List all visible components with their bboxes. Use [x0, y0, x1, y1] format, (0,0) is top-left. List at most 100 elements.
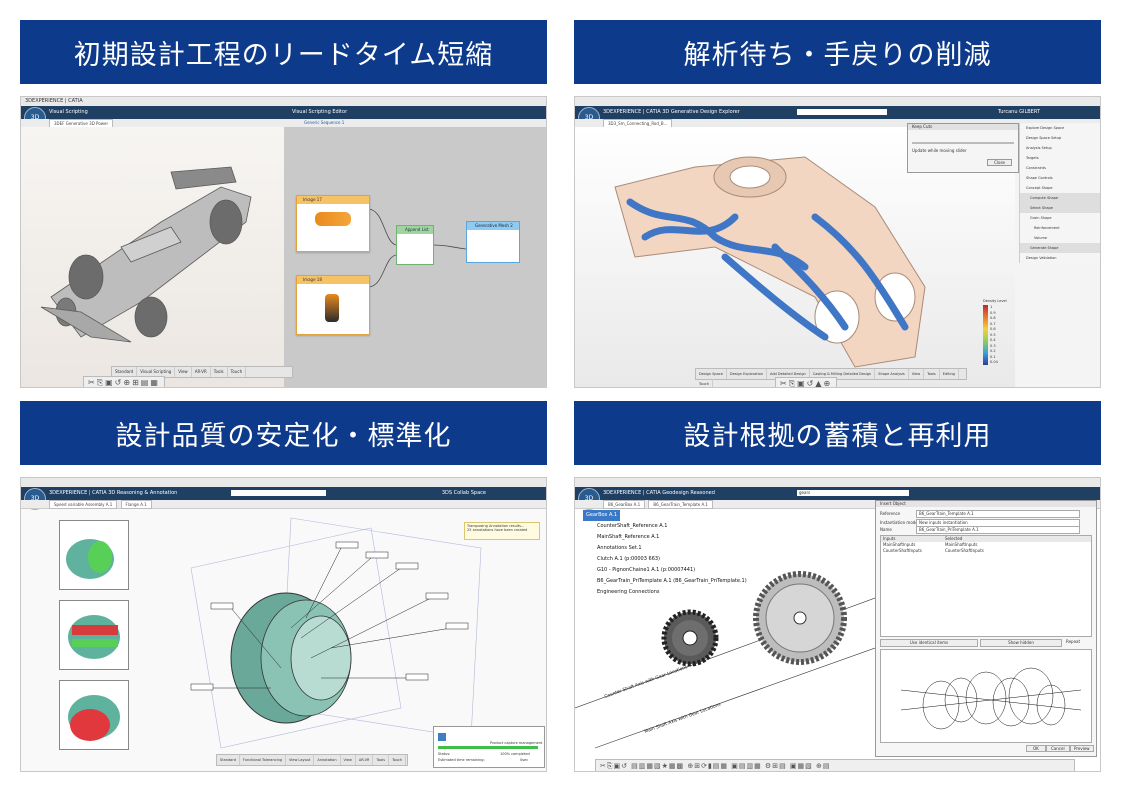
bottom-tab[interactable]: View Layout — [286, 755, 315, 765]
bottom-tab[interactable]: Tools — [924, 369, 940, 379]
app-title: Visual Scripting — [49, 109, 88, 115]
bottom-tab[interactable]: Editing — [940, 369, 959, 379]
bottom-tab[interactable]: View — [341, 755, 356, 765]
sidebar-item[interactable]: Compute Shape — [1020, 193, 1100, 203]
name-field[interactable]: B6_GearTrain_PriTemplate A.1 — [916, 526, 1080, 534]
sidebar-item[interactable]: Explore Design Space — [1026, 126, 1065, 130]
tab-gearbox[interactable]: B6_GearBox A.1 — [603, 500, 646, 509]
node-image-18[interactable]: Image 18 — [296, 275, 370, 335]
node-connections — [367, 208, 467, 288]
tree-node[interactable]: Clutch A.1 (p:00003 663) — [597, 556, 661, 562]
show-hidden-button[interactable]: Show hidden — [980, 639, 1062, 647]
sidebar-item[interactable]: Analysis Setup — [1026, 146, 1052, 150]
panel-header: 解析待ち・手戻りの削減 — [574, 20, 1101, 84]
table-row[interactable]: CounterShaftInputs CounterShaftInputs — [881, 548, 1091, 554]
tab-assembly[interactable]: Speed variable Assembly A.1 — [49, 500, 118, 509]
tree-node[interactable]: Annotations Set.1 — [597, 545, 642, 551]
app-title-right: Visual Scripting Editor — [292, 109, 348, 115]
bottom-tab[interactable]: Tools — [373, 755, 390, 765]
bottom-tab[interactable]: Annotation — [314, 755, 341, 765]
bottom-tab[interactable]: Casting & Milling Detailed Design — [810, 369, 876, 379]
bottom-tab[interactable]: Standard — [112, 367, 138, 377]
search-input[interactable]: gears — [797, 490, 909, 496]
reference-field[interactable]: B6_GearTrain_Template A.1 — [916, 510, 1080, 518]
node-generative-mesh[interactable]: Generative Mesh 2 — [466, 221, 520, 263]
close-button[interactable]: Close — [987, 159, 1012, 166]
tab-strip-right: Generic Sequence 1 — [284, 119, 546, 127]
bottom-tab[interactable]: AR-VR — [192, 367, 211, 377]
sidebar-item[interactable]: Reinforcement — [1034, 226, 1060, 230]
bottom-tab[interactable]: Standard — [217, 755, 240, 765]
legend-values: 1 0.9 0.8 0.7 0.6 0.5 0.4 0.3 0.2 0.1 0.… — [990, 305, 998, 366]
ok-button[interactable]: OK — [1026, 745, 1046, 752]
sidebar-item[interactable]: Volume — [1034, 236, 1048, 240]
bottom-tab[interactable]: Touch — [228, 367, 247, 377]
node-image-17[interactable]: Image 17 — [296, 195, 370, 252]
part-thumbnail-2[interactable] — [59, 600, 129, 670]
legend-title: Density Level — [983, 299, 1007, 303]
bottom-tab[interactable]: Functional Tolerancing — [240, 755, 287, 765]
progress-bar — [438, 746, 538, 749]
script-canvas[interactable]: Image 17 Image 18 Append List Generative… — [284, 127, 546, 387]
bottom-tab[interactable]: Visual Scripting — [137, 367, 176, 377]
tree-node[interactable]: CounterShaft_Reference A.1 — [597, 523, 668, 529]
sidebar-item[interactable]: Design Validation — [1026, 256, 1057, 260]
viewport-3d[interactable] — [21, 127, 284, 387]
car-thumbnail — [315, 212, 351, 226]
action-toolbar[interactable]: ✂⎘▣↺⊕⊞▤▦ — [83, 376, 165, 387]
node-append-list[interactable]: Append List — [396, 225, 434, 265]
use-identical-button[interactable]: Use identical items — [880, 639, 978, 647]
tab-geartrain-template[interactable]: B6_GearTrain_Template A.1 — [648, 500, 713, 509]
bottom-tab[interactable]: View — [909, 369, 925, 379]
sidebar-item[interactable]: Shape Controls — [1026, 176, 1053, 180]
update-checkbox-label[interactable]: Update while moving slider — [912, 148, 967, 153]
window-titlebar — [575, 478, 1100, 487]
sidebar-item[interactable]: Select Shape — [1020, 203, 1100, 213]
tree-node[interactable]: G10 - PignonChaine1 A.1 (p:00007441) — [597, 567, 696, 573]
search-input[interactable] — [797, 109, 887, 115]
app-bar: 3D 3DEXPERIENCE | CATIA Geodesign Reason… — [575, 487, 1100, 510]
tree-node[interactable]: B6_GearTrain_PriTemplate A.1 (B6_GearTra… — [597, 578, 747, 584]
part-thumbnail-1[interactable] — [59, 520, 129, 590]
repeat-checkbox[interactable]: Repeat — [1066, 639, 1081, 644]
viewport-3d[interactable] — [575, 127, 1015, 387]
bottom-tab[interactable]: Add Detailed Design — [767, 369, 810, 379]
tab-generic-sequence[interactable]: Generic Sequence 1 — [304, 120, 345, 125]
sidebar-item[interactable]: Concept Shape — [1026, 186, 1053, 190]
bottom-tab[interactable]: Tools — [211, 367, 228, 377]
preview-button[interactable]: Preview — [1070, 745, 1094, 752]
screenshot-visual-scripting: 3DEXPERIENCE | CATIA 3D Visual Scripting… — [20, 96, 547, 388]
part-thumbnail-3[interactable] — [59, 680, 129, 750]
tree-node-root[interactable]: GearBox A.1 — [583, 510, 621, 521]
preview-viewport[interactable] — [880, 649, 1092, 743]
window-titlebar: 3DEXPERIENCE | CATIA — [21, 97, 546, 106]
collab-space: 3DS Collab Space — [441, 490, 486, 496]
screenshot-generative-design: 3D 3DEXPERIENCE | CATIA 3D Generative De… — [574, 96, 1101, 388]
sidebar-item[interactable]: Constraints — [1026, 166, 1046, 170]
sidebar-item[interactable]: Targets — [1026, 156, 1039, 160]
bottom-tab[interactable]: AR-VR — [356, 755, 374, 765]
table-cell: MainShaftInputs — [945, 542, 978, 547]
tree-node[interactable]: Engineering Connections — [597, 589, 660, 595]
action-toolbar[interactable]: ✂⎘▣↺▲⊕ — [775, 377, 838, 387]
table-header: Inputs — [883, 536, 896, 541]
bottom-tab[interactable]: Shape Analysis — [875, 369, 909, 379]
dialog-title: Insert Object — [876, 501, 1096, 507]
bottom-tab[interactable]: Touch — [696, 379, 714, 387]
bottom-tab[interactable]: Design Space — [696, 369, 727, 379]
cancel-button[interactable]: Cancel — [1046, 745, 1070, 752]
bottom-tab[interactable]: Touch — [389, 755, 407, 765]
brand-label: 3DEXPERIENCE | CATIA 3D Reasoning & Anno… — [49, 487, 177, 500]
tab-flange[interactable]: Flange A.1 — [120, 500, 152, 509]
tree-node[interactable]: MainShaft_Reference A.1 — [597, 534, 660, 540]
search-input[interactable] — [231, 490, 326, 496]
sidebar-item[interactable]: Generate Shape — [1020, 243, 1100, 253]
sidebar-item[interactable]: Design Space Setup — [1026, 136, 1062, 140]
bottom-tab[interactable]: View — [175, 367, 192, 377]
action-toolbar[interactable]: ✂⎘▣↺ ▤▥▦▧★▦▩ ⊕⊞⟳▮▤▦ ▣▤▥▦ ⚙⊞▤ ▣▦▧ ⊕▤ — [595, 759, 1075, 771]
density-slider[interactable] — [912, 142, 1014, 144]
app-bar: 3D 3DEXPERIENCE | CATIA 3D Generative De… — [575, 106, 1100, 129]
bottom-tab[interactable]: Design Exploration — [727, 369, 767, 379]
table-row[interactable]: MainShaftInputs MainShaftInputs — [881, 542, 1091, 548]
sidebar-item[interactable]: Grain Shape — [1030, 216, 1052, 220]
